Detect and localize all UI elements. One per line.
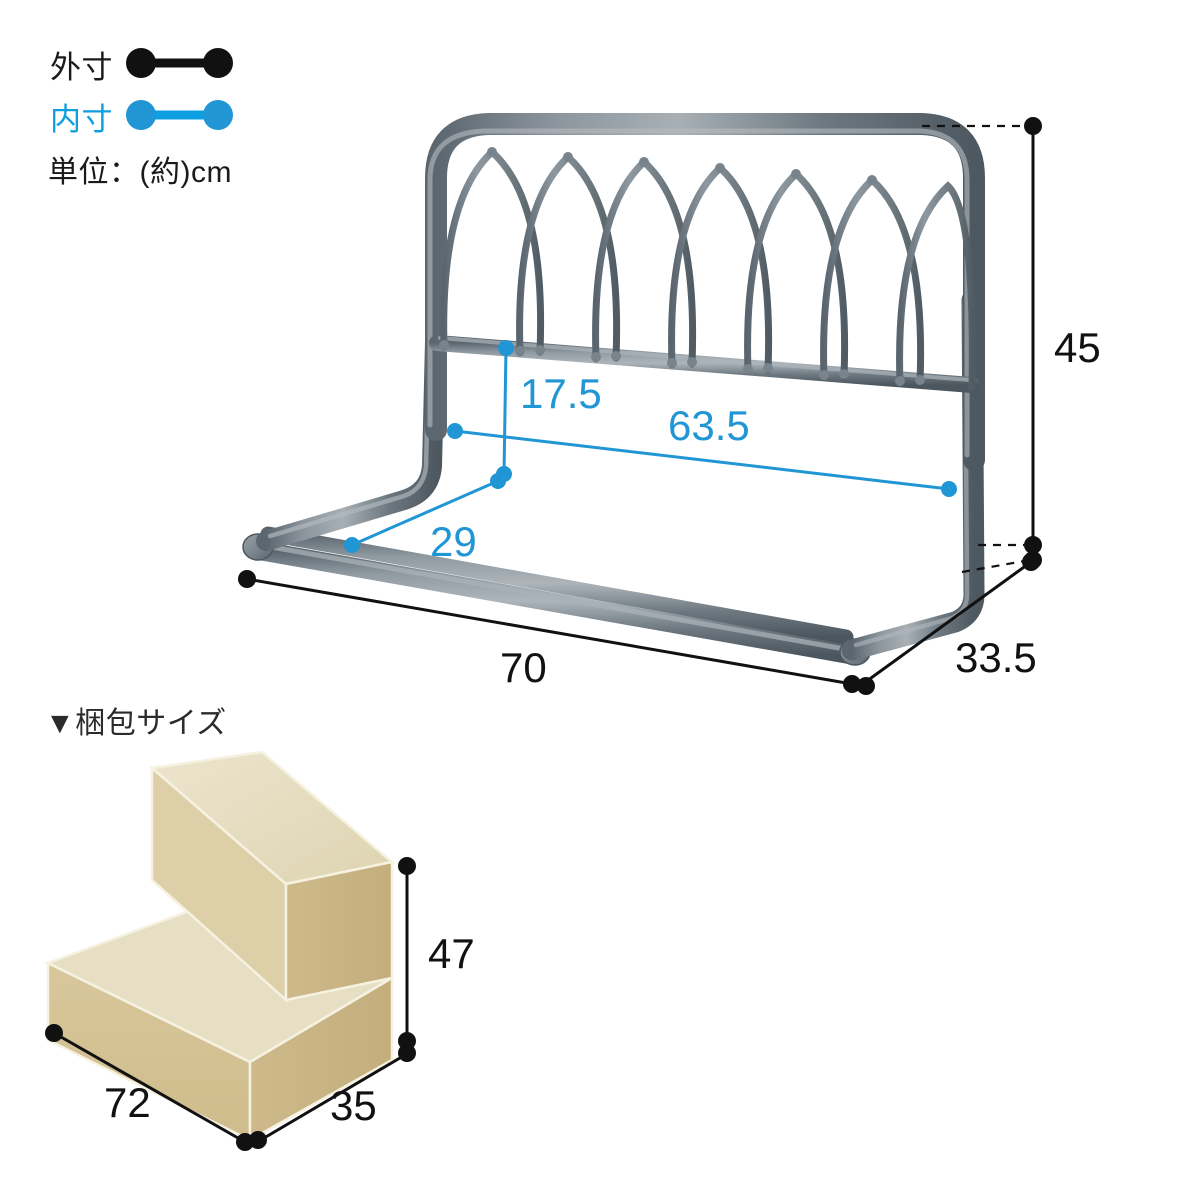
- dim-outer-width: 70: [238, 570, 875, 695]
- product-illustration: [242, 113, 985, 666]
- dim-inner-width-label: 63.5: [668, 402, 750, 449]
- arch-top-joints: [487, 147, 877, 185]
- dim-outer-width-label: 70: [500, 644, 547, 691]
- dim-pkg-depth: 35: [258, 1053, 406, 1143]
- leader-bottom2: [961, 558, 1031, 574]
- dim-outer-height-label: 45: [1054, 324, 1101, 371]
- packaging-heading: ▼梱包サイズ: [45, 707, 227, 740]
- packaging-dimensions-group: 47 72 35: [45, 857, 475, 1151]
- dim-inner-width: 63.5: [447, 402, 957, 497]
- arch-joints: [439, 340, 925, 386]
- right-leg: [841, 289, 985, 661]
- legend-outer-icon: [126, 48, 233, 78]
- headboard-hoop: [425, 113, 985, 471]
- dim-inner-depth-label: 29: [430, 518, 477, 565]
- outer-dimensions-group: 45 70 33.5: [238, 117, 1101, 695]
- dim-outer-depth-label: 33.5: [955, 634, 1037, 681]
- dim-outer-height: 45: [1024, 117, 1101, 569]
- box-upright-right-face: [284, 860, 394, 1002]
- headboard-crossbar: [429, 335, 980, 393]
- dim-inner-depth: 29: [344, 473, 506, 565]
- dim-pkg-height-label: 47: [428, 930, 475, 977]
- legend-group: 外寸 内寸 単位：(約)cm: [48, 48, 233, 189]
- left-leg: [256, 290, 446, 551]
- dim-inner-height: 17.5: [496, 340, 602, 482]
- dim-inner-height-label: 17.5: [520, 370, 602, 417]
- legend-outer-label: 外寸: [50, 50, 113, 85]
- legend-inner-icon: [126, 100, 233, 130]
- dim-pkg-width-label: 72: [104, 1079, 151, 1126]
- dim-outer-depth: 33.5: [859, 553, 1040, 688]
- base-frame: [242, 526, 871, 666]
- packaging-box-illustration: [43, 750, 395, 1143]
- dim-pkg-height: 47: [398, 857, 475, 1062]
- dim-pkg-width: 72: [45, 1024, 267, 1151]
- inner-dimensions-group: 17.5 63.5 29: [344, 340, 957, 565]
- dim-pkg-depth-label: 35: [330, 1082, 377, 1129]
- legend-inner-label: 内寸: [50, 102, 113, 137]
- box-seat-right-side-face: [248, 975, 394, 1143]
- unit-label: 単位：(約)cm: [48, 156, 232, 189]
